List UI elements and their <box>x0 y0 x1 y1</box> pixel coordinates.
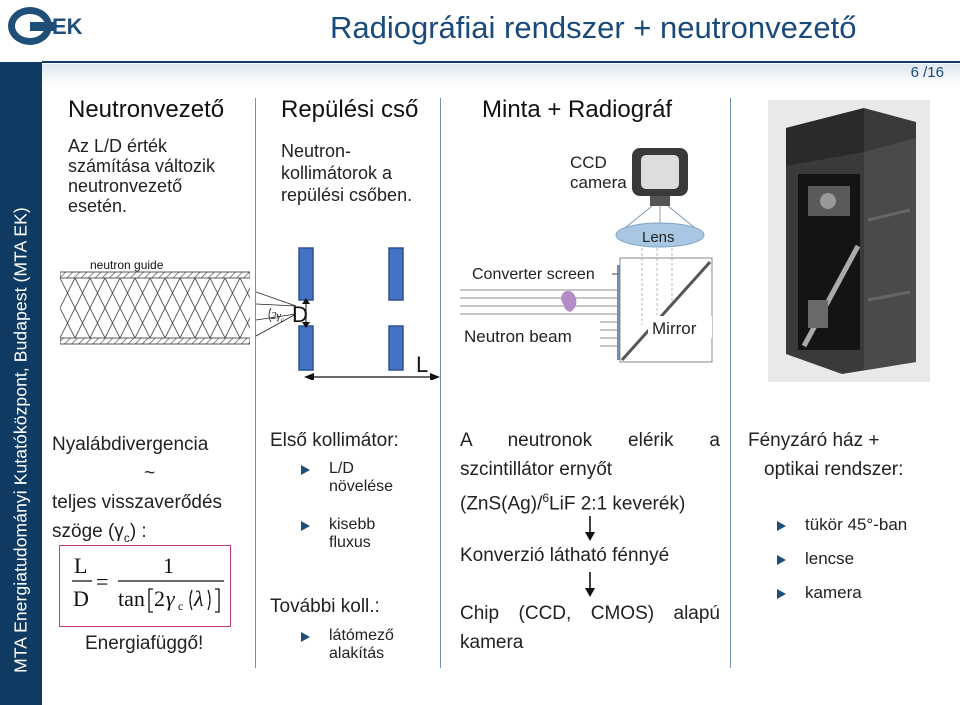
col3-text-conversion: Konverzió látható fénnyé <box>460 545 670 566</box>
svg-text:D: D <box>292 302 308 327</box>
arrow-down-icon <box>585 572 595 597</box>
col3-heading: Minta + Radiográf <box>482 96 673 123</box>
svg-text:λ: λ <box>193 586 204 611</box>
sidebar-institution: MTA Energiatudományi Kutatóközpont, Buda… <box>10 207 31 673</box>
bullet-mirror-45: tükör 45°-ban <box>777 516 907 534</box>
svg-text:2γc: 2γc <box>271 310 285 324</box>
header-band <box>42 64 960 86</box>
ld-formula: L D = 1 tan 2 γ c λ <box>59 545 231 627</box>
page-number: 6 /16 <box>910 64 944 81</box>
col1-footer: Energiafüggő! <box>85 633 204 654</box>
svg-text:1: 1 <box>163 553 174 578</box>
first-collimator-label: Első kollimátor: <box>270 430 399 451</box>
column-divider <box>255 98 256 668</box>
col4-heading: Fényzáró ház + optikai rendszer: <box>748 430 904 480</box>
svg-text:CCD: CCD <box>570 153 607 172</box>
logo-text: EK <box>52 14 83 39</box>
col1-divergence: Nyalábdivergencia ~ teljes visszaverődés… <box>52 434 223 545</box>
neutron-guide-label: neutron guide <box>90 258 164 272</box>
column-divider <box>440 98 441 668</box>
col1-heading: Neutronvezető <box>68 96 225 123</box>
page-title: Radiográfiai rendszer + neutronvezető <box>330 10 857 45</box>
further-collimator-label: További koll.: <box>270 596 380 617</box>
svg-text:L: L <box>416 352 428 377</box>
neutron-guide-diagram: neutron guide <box>60 258 250 345</box>
col2-heading: Repülési cső <box>281 96 419 123</box>
svg-text:camera: camera <box>570 173 627 192</box>
col1-description: Az L/D érték számítása változik neutronv… <box>68 136 216 216</box>
col3-text-scintillator: A neutronok elérik a szcintillátor ernyő… <box>460 430 720 515</box>
svg-text:Mirror: Mirror <box>652 319 697 338</box>
svg-text:D: D <box>73 586 89 611</box>
svg-text:tan: tan <box>118 586 145 611</box>
svg-text:Neutron beam: Neutron beam <box>464 327 572 346</box>
bullet-lens: lencse <box>777 550 854 568</box>
svg-text:γ: γ <box>166 586 176 611</box>
svg-text:Converter screen: Converter screen <box>472 266 595 283</box>
bullet-camera: kamera <box>777 584 862 602</box>
svg-text:L: L <box>74 553 87 578</box>
header-bar <box>42 61 960 63</box>
light-tight-housing-photo <box>768 100 930 382</box>
ek-logo: EK <box>8 7 83 45</box>
radiograph-setup-diagram: CCD camera Lens Converter screen <box>460 148 713 363</box>
arrow-down-icon <box>585 516 595 541</box>
svg-text:Lens: Lens <box>642 229 675 246</box>
column-divider <box>730 98 731 668</box>
col3-text-chip: Chip (CCD, CMOS) alapú kamera <box>460 603 720 653</box>
sidebar: MTA Energiatudományi Kutatóközpont, Buda… <box>0 62 42 705</box>
svg-text:2: 2 <box>154 586 165 611</box>
svg-text:=: = <box>96 569 108 594</box>
svg-text:c: c <box>178 599 183 613</box>
col2-description: Neutron- kollimátorok a repülési csőben. <box>281 141 413 205</box>
collimator-diagram: 2γc D L <box>256 247 440 380</box>
